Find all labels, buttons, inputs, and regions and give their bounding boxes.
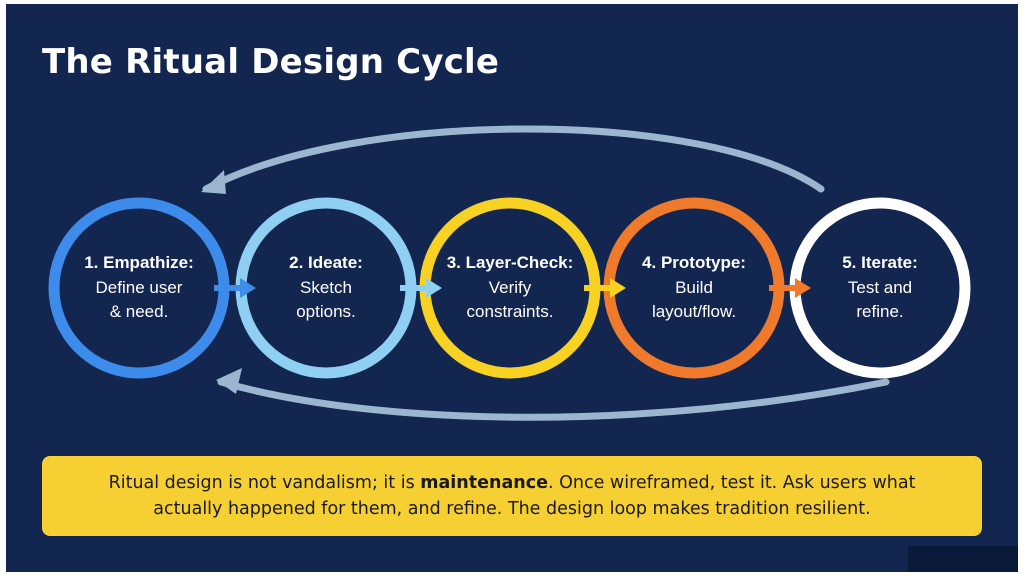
loop-arrow-top-head xyxy=(201,170,226,194)
step-5-desc-line2: refine. xyxy=(856,302,903,321)
arrow-3-to-4 xyxy=(584,278,626,298)
callout-text: Ritual design is not vandalism; it is ma… xyxy=(82,470,942,522)
step-4-desc-line2: layout/flow. xyxy=(652,302,736,321)
step-1-desc-line2: & need. xyxy=(110,302,169,321)
loop-arrow-bottom xyxy=(217,378,890,421)
loop-arrow-bottom-head xyxy=(216,368,242,394)
callout-text-part1: Ritual design is not vandalism; it is xyxy=(108,473,421,493)
step-2-title: 2. Ideate: xyxy=(289,253,363,272)
step-2-desc-line1: Sketch xyxy=(300,278,352,297)
slide: The Ritual Design Cycle xyxy=(6,4,1018,572)
page-title: The Ritual Design Cycle xyxy=(42,42,500,82)
step-3-desc-line1: Verify xyxy=(489,278,532,297)
arrow-4-to-5 xyxy=(769,278,811,298)
step-4-desc-line1: Build xyxy=(675,278,713,297)
arrow-2-to-3 xyxy=(400,278,442,298)
step-4-title: 4. Prototype: xyxy=(642,253,746,272)
callout-text-part2: . Once wireframed, test it. Ask users wh… xyxy=(153,473,916,519)
step-1-desc-line1: Define user xyxy=(96,278,183,297)
arrow-1-to-2 xyxy=(214,278,256,298)
callout-emphasis: maintenance xyxy=(420,473,548,493)
step-5-desc-line1: Test and xyxy=(848,278,912,297)
step-1-title: 1. Empathize: xyxy=(84,253,194,272)
loop-arrow-top xyxy=(202,125,825,193)
corner-shade xyxy=(908,546,1018,572)
step-5-title: 5. Iterate: xyxy=(842,253,918,272)
cycle-diagram: 1. Empathize: Define user & need. 2. Ide… xyxy=(48,125,971,421)
callout-box: Ritual design is not vandalism; it is ma… xyxy=(42,456,982,536)
step-2-desc-line2: options. xyxy=(296,302,356,321)
step-3-title: 3. Layer-Check: xyxy=(447,253,574,272)
step-3-desc-line2: constraints. xyxy=(467,302,554,321)
